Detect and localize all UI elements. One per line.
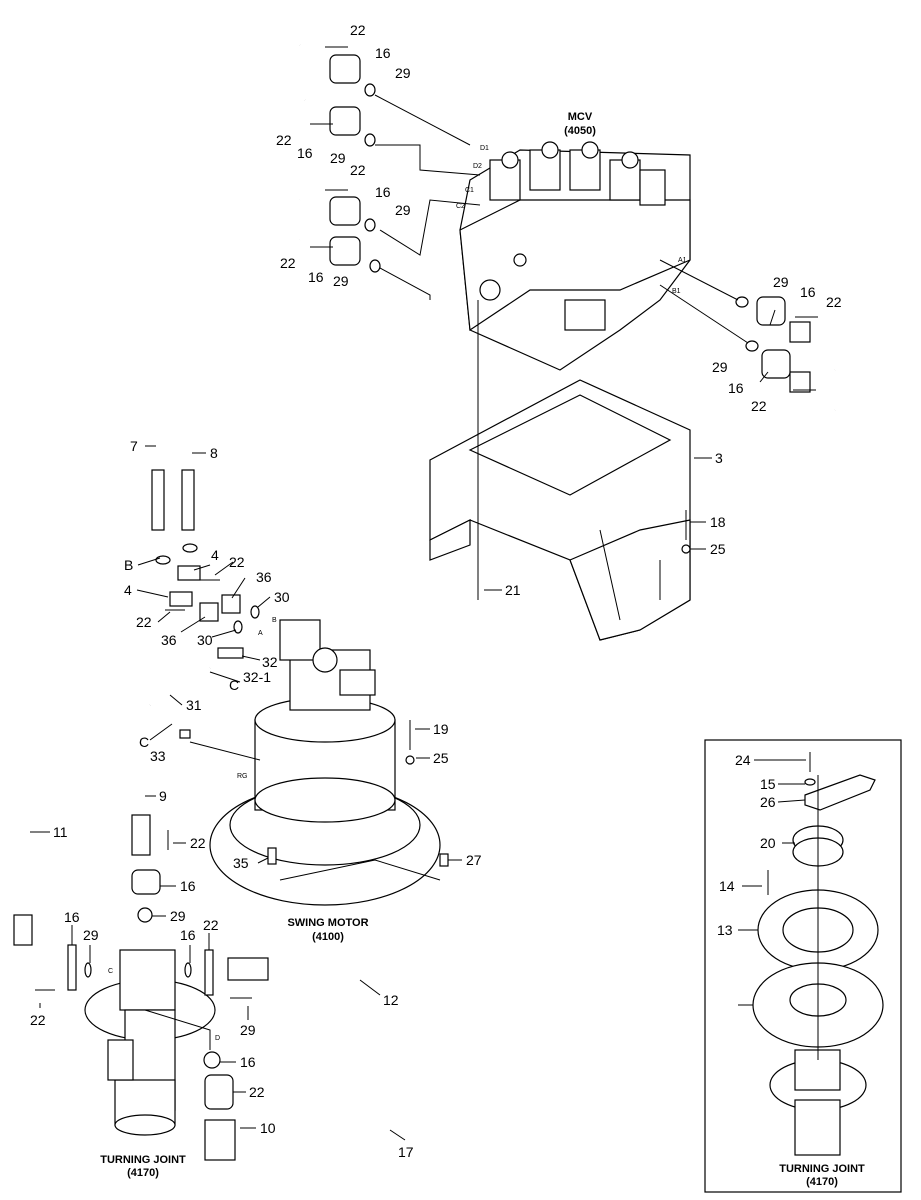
turning-joint-code: (4170) bbox=[127, 1167, 159, 1179]
callout: 19 bbox=[433, 721, 449, 737]
port-label: C bbox=[108, 968, 113, 975]
callout: 32-1 bbox=[243, 669, 271, 685]
callout: 18 bbox=[710, 514, 726, 530]
port-label: B bbox=[272, 617, 277, 624]
callout: 14 bbox=[719, 878, 735, 894]
callout: 16 bbox=[297, 145, 313, 161]
callout: 13 bbox=[717, 922, 733, 938]
callout: 22 bbox=[826, 294, 842, 310]
callout: 31 bbox=[186, 697, 202, 713]
callout: 36 bbox=[161, 632, 177, 648]
callout: 29 bbox=[712, 359, 728, 375]
callout: 30 bbox=[197, 632, 213, 648]
callout: 20 bbox=[760, 835, 776, 851]
flange-parts bbox=[35, 46, 818, 1140]
callout: 24 bbox=[735, 752, 751, 768]
callout: 29 bbox=[333, 273, 349, 289]
callout: 22 bbox=[190, 835, 206, 851]
component-titles: MCV (4050) SWING MOTOR (4100) TURNING JO… bbox=[100, 111, 865, 1188]
callout: 33 bbox=[150, 748, 166, 764]
callout: 22 bbox=[350, 22, 366, 38]
hose-lines bbox=[13, 35, 841, 1161]
callout: 29 bbox=[330, 150, 346, 166]
port-label: D1 bbox=[480, 145, 489, 152]
swing-motor bbox=[209, 619, 441, 906]
callout: C bbox=[229, 677, 239, 693]
turning-joint bbox=[84, 949, 216, 1136]
callout: 25 bbox=[710, 541, 726, 557]
swing-motor-code: (4100) bbox=[312, 931, 344, 943]
callout: 10 bbox=[260, 1120, 276, 1136]
callout: 4 bbox=[124, 582, 132, 598]
port-label: D2 bbox=[473, 163, 482, 170]
port-label: RG bbox=[237, 773, 248, 780]
callout: 16 bbox=[64, 909, 80, 925]
callout: 25 bbox=[433, 750, 449, 766]
callout: 4 bbox=[211, 547, 219, 563]
port-label: B1 bbox=[672, 288, 681, 295]
callout: 32 bbox=[262, 654, 278, 670]
callout: 22 bbox=[249, 1084, 265, 1100]
port-label: D bbox=[215, 1035, 220, 1042]
callout: 22 bbox=[203, 917, 219, 933]
swing-motor-title: SWING MOTOR bbox=[287, 917, 368, 929]
callout: 17 bbox=[398, 1144, 414, 1160]
callout: 15 bbox=[760, 776, 776, 792]
inset-turning-joint-code: (4170) bbox=[806, 1176, 838, 1188]
callout: 16 bbox=[375, 45, 391, 61]
callout: 29 bbox=[395, 202, 411, 218]
callout: 22 bbox=[276, 132, 292, 148]
mcv-valve bbox=[459, 141, 691, 371]
port-label: C2 bbox=[456, 203, 465, 210]
callout: 29 bbox=[83, 927, 99, 943]
callout: 11 bbox=[53, 824, 68, 840]
callout: 16 bbox=[180, 927, 196, 943]
mcv-title: MCV bbox=[568, 111, 593, 123]
callout: 7 bbox=[130, 438, 138, 454]
callout: 16 bbox=[308, 269, 324, 285]
leader-lines bbox=[30, 94, 806, 1141]
callout: 3 bbox=[715, 450, 723, 466]
callout: 16 bbox=[375, 184, 391, 200]
callout: 22 bbox=[280, 255, 296, 271]
port-labels: D1 D2 C1 C2 A1 B1 A B C D RG bbox=[108, 145, 687, 1042]
callout: 22 bbox=[751, 398, 767, 414]
callout: 22 bbox=[30, 1012, 46, 1028]
bracket-frame bbox=[429, 379, 691, 641]
callout: 29 bbox=[773, 274, 789, 290]
callout: 27 bbox=[466, 852, 482, 868]
callout: C bbox=[139, 734, 149, 750]
callout: 29 bbox=[170, 908, 186, 924]
inset-panel bbox=[704, 739, 902, 1193]
callout: 26 bbox=[760, 794, 776, 810]
turning-joint-title: TURNING JOINT bbox=[100, 1154, 186, 1166]
callout: 36 bbox=[256, 569, 272, 585]
callout: 12 bbox=[383, 992, 399, 1008]
callout: B bbox=[124, 557, 133, 573]
callout: 35 bbox=[233, 855, 249, 871]
callout: 22 bbox=[229, 554, 245, 570]
inset-turning-joint-title: TURNING JOINT bbox=[779, 1163, 865, 1175]
callout: 21 bbox=[505, 582, 521, 598]
callout: 22 bbox=[136, 614, 152, 630]
callout: 16 bbox=[728, 380, 744, 396]
callout: 29 bbox=[395, 65, 411, 81]
port-label: C1 bbox=[465, 187, 474, 194]
port-label: A bbox=[258, 630, 263, 637]
callout: 9 bbox=[159, 788, 167, 804]
callout: 16 bbox=[180, 878, 196, 894]
callout: 16 bbox=[800, 284, 816, 300]
mcv-code: (4050) bbox=[564, 125, 596, 137]
port-label: A1 bbox=[678, 257, 687, 264]
callout: 22 bbox=[350, 162, 366, 178]
callout: 16 bbox=[240, 1054, 256, 1070]
callout: 29 bbox=[240, 1022, 256, 1038]
callout: 8 bbox=[210, 445, 218, 461]
callout: 30 bbox=[274, 589, 290, 605]
callout-labels: 22 16 29 22 16 29 22 16 29 22 16 29 29 1… bbox=[30, 22, 842, 1160]
